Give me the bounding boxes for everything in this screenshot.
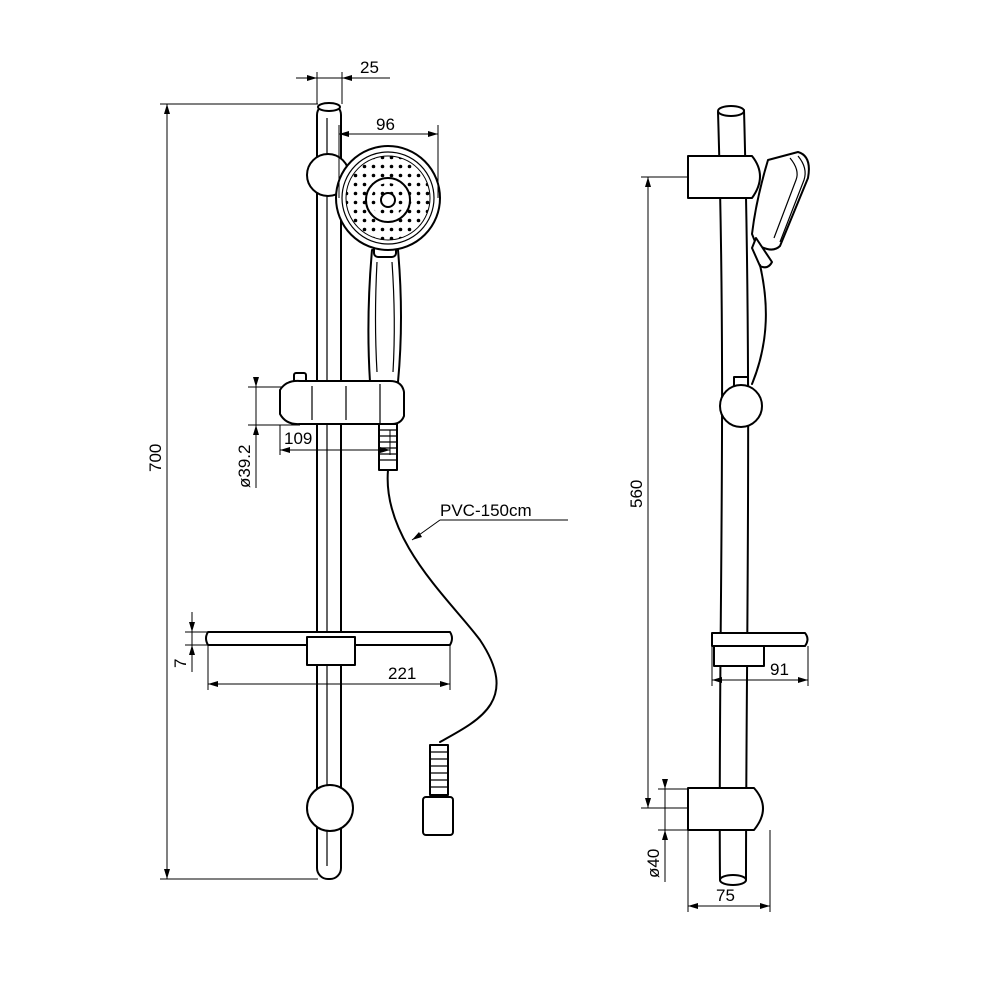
label-holder-depth: 109 [284, 429, 312, 448]
dimension-bar-width: 25 [296, 58, 390, 104]
side-holder [719, 376, 763, 428]
dimension-shelf-depth: 91 [711, 646, 809, 686]
side-shelf [711, 632, 809, 667]
label-bracket-diameter: ø40 [644, 849, 663, 878]
side-slide-bar [717, 105, 750, 886]
side-view: 560 91 ø40 75 [627, 105, 810, 912]
label-holder-diameter: ø39.2 [235, 445, 254, 488]
hose-connector-bottom [422, 744, 454, 836]
sliding-holder [279, 372, 405, 426]
label-projection: 75 [716, 886, 735, 905]
dimension-shelf-thickness: 7 [171, 612, 208, 672]
dimension-holder-depth: 109 [279, 425, 391, 455]
hose-connector-top [378, 423, 398, 471]
label-shelf-depth: 91 [770, 660, 789, 679]
dimension-holder-diameter: ø39.2 [235, 377, 300, 488]
dimension-bracket-spacing: 560 [627, 176, 688, 809]
pvc-hose [386, 469, 498, 743]
dimension-shelf-width: 221 [207, 645, 451, 690]
label-hose: PVC-150cm [440, 501, 532, 520]
side-top-bracket [687, 155, 761, 199]
hose-callout: PVC-150cm [411, 501, 568, 541]
dimension-head-diameter: 96 [338, 115, 439, 198]
side-bottom-bracket [687, 787, 764, 831]
dimension-projection: 75 [687, 830, 771, 912]
front-view: 25 96 700 ø39.2 [146, 58, 568, 880]
slide-bar [316, 102, 342, 880]
side-handle [751, 264, 767, 385]
shower-head [335, 145, 441, 251]
label-shelf-thickness: 7 [171, 659, 190, 668]
soap-shelf [205, 631, 453, 666]
dimension-total-height: 700 [146, 103, 318, 880]
label-shelf-width: 221 [388, 664, 416, 683]
label-bar-width: 25 [360, 58, 379, 77]
hand-shower-handle [367, 242, 402, 383]
label-total-height: 700 [146, 444, 165, 472]
bottom-wall-bracket [306, 784, 354, 832]
label-head-diameter: 96 [376, 115, 395, 134]
dimension-bracket-diameter: ø40 [644, 779, 688, 882]
side-shower-head [751, 151, 810, 269]
label-bracket-spacing: 560 [627, 480, 646, 508]
